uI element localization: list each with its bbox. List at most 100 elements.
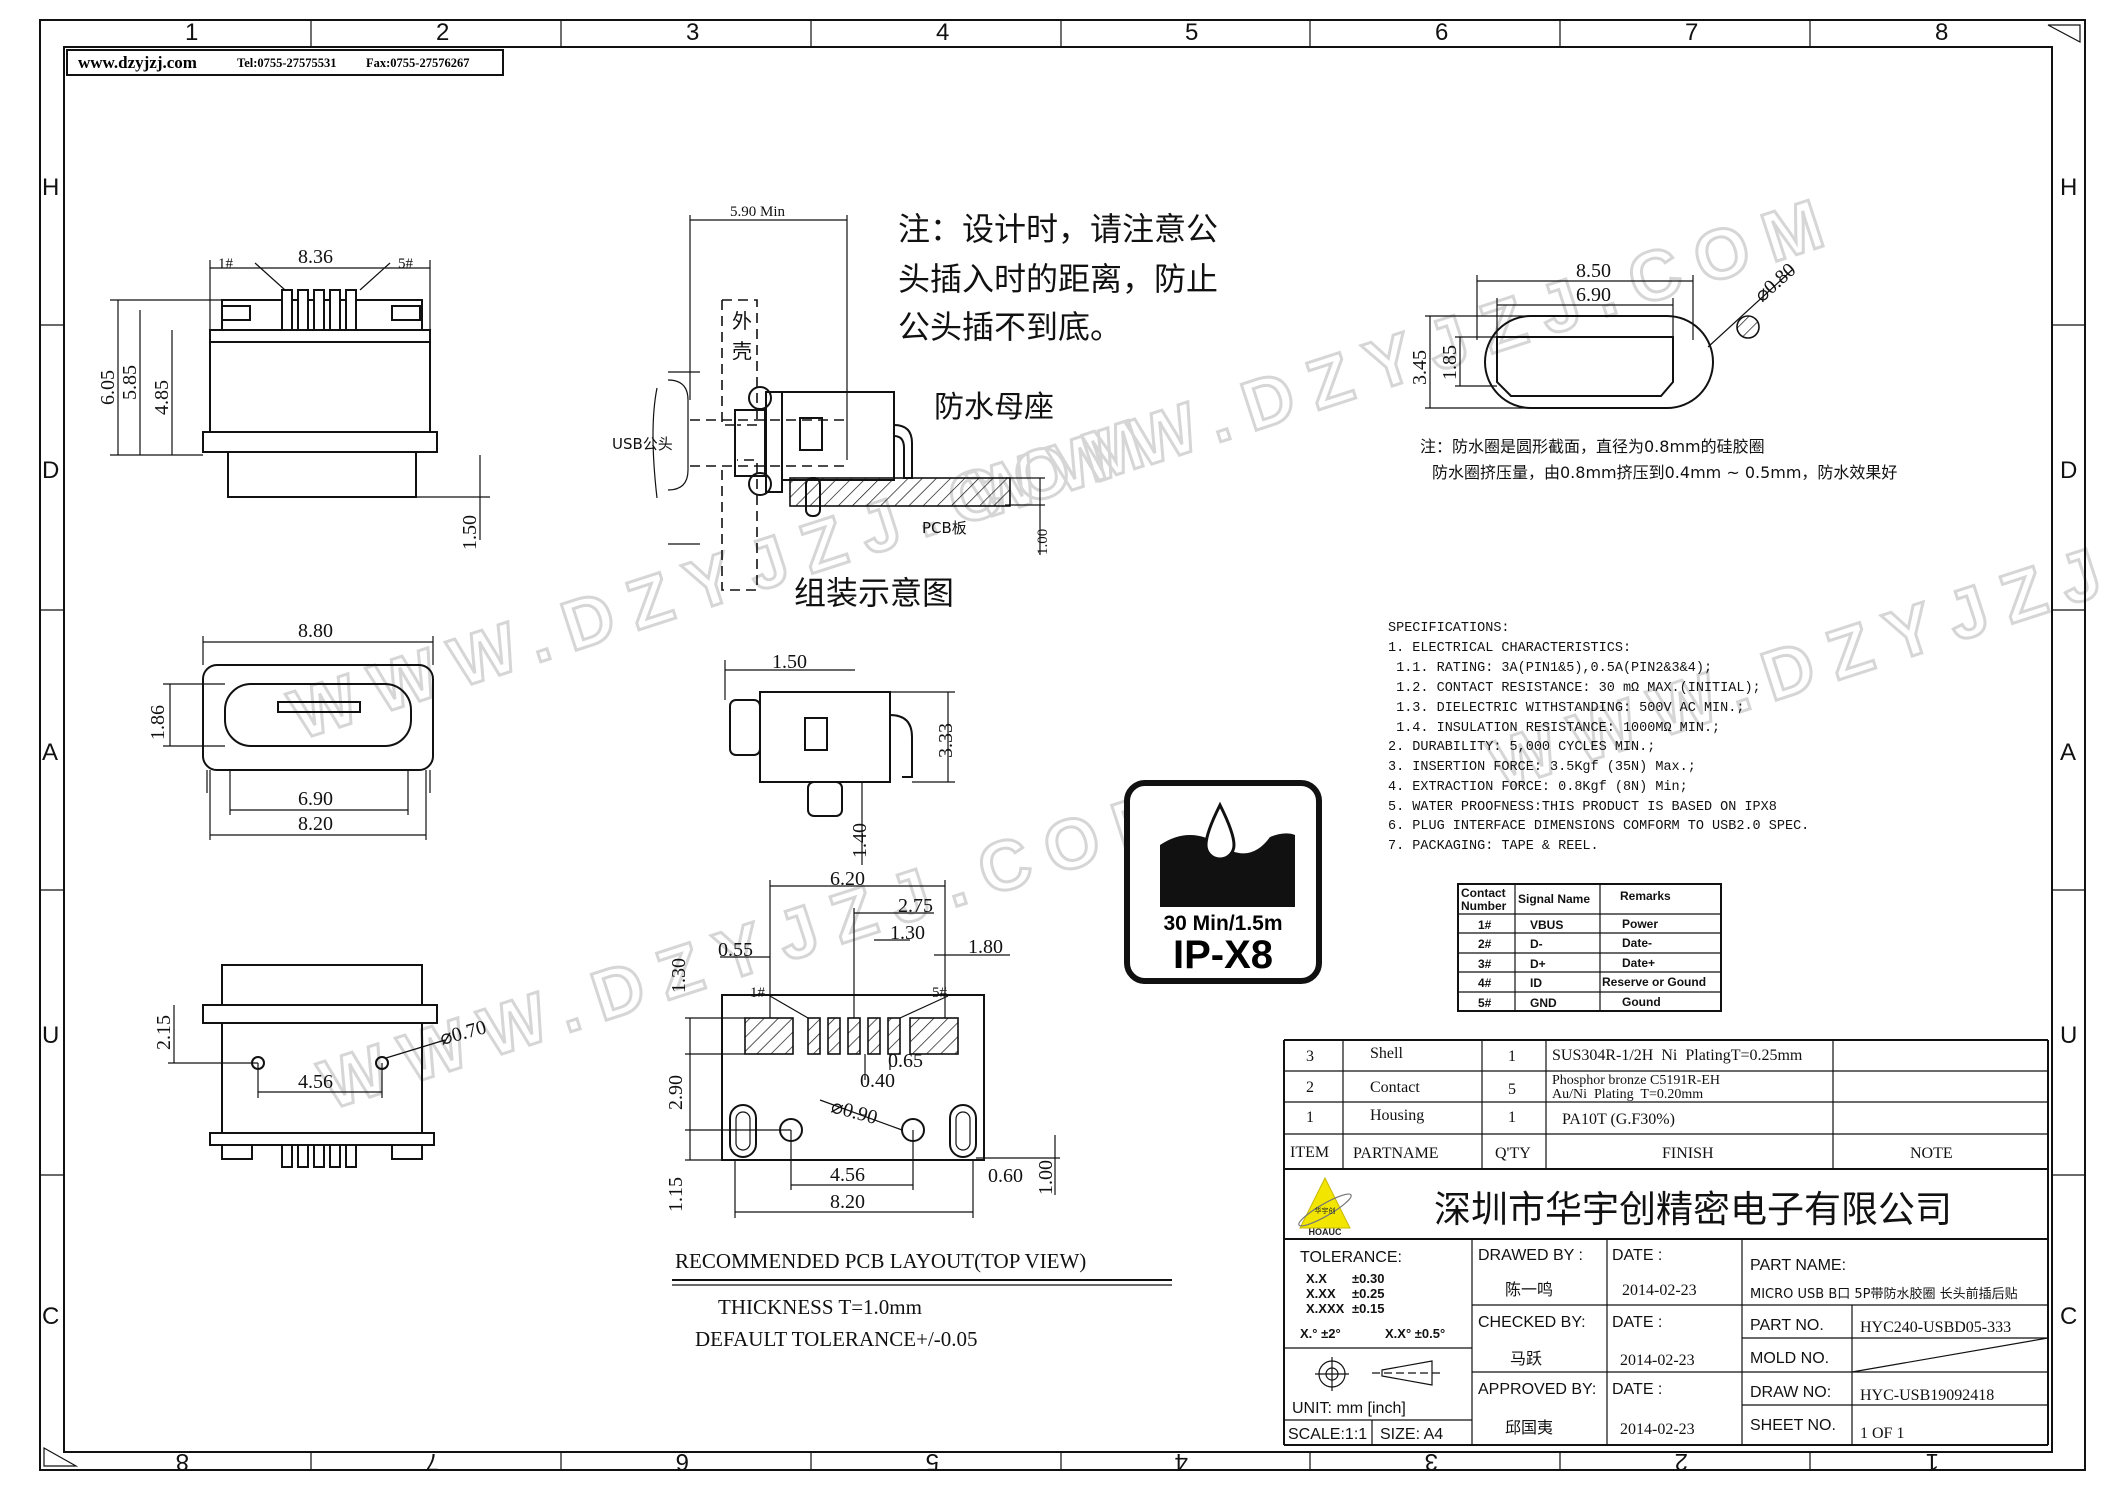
bom-header-note: NOTE — [1910, 1145, 1953, 1162]
sheet-no: 1 OF 1 — [1860, 1425, 1904, 1442]
part-name-label: PART NAME: — [1750, 1257, 1846, 1274]
pads — [744, 1017, 959, 1055]
dimension-width: 8.80 — [298, 620, 333, 642]
remark: Date+ — [1622, 956, 1655, 970]
flange — [209, 329, 431, 343]
dimension-tail: 1.40 — [849, 823, 871, 858]
gasket-section-circle — [1736, 315, 1760, 339]
tolerance-key: X.XX — [1306, 1286, 1336, 1301]
latch-window — [804, 717, 828, 751]
assembly-note-line: 注：设计时，请注意公 — [898, 210, 1218, 248]
top-view: 8.36 1# 5# 6.05 5.85 4.85 1.50 — [97, 246, 490, 550]
approved-by: 邱国夷 — [1505, 1418, 1553, 1437]
dimension-lines — [168, 1005, 446, 1098]
column-label: 7 — [426, 1448, 439, 1475]
shell-outline-dashed — [721, 299, 758, 426]
bom-header-qty: Q'TY — [1495, 1145, 1531, 1162]
ipx8-badge: 30 Min/1.5m IP-X8 — [1124, 780, 1322, 984]
column-label: 8 — [1935, 19, 1948, 46]
dimension-height: 1.86 — [147, 705, 169, 740]
gasket-section — [748, 386, 772, 410]
dimension: 8.20 — [830, 1191, 865, 1213]
front-view: 8.80 1.86 6.90 8.20 — [147, 620, 434, 840]
row-label: H — [42, 174, 59, 201]
watermark: WWW.DZYJZJ.COM — [311, 769, 1200, 1124]
spec-line: 1.2. CONTACT RESISTANCE: 30 mΩ MAX.(INIT… — [1388, 681, 1761, 696]
row-label: D — [2060, 457, 2077, 484]
column-label: 2 — [436, 19, 449, 46]
date-value: 2014-02-23 — [1620, 1421, 1695, 1438]
header-border — [66, 49, 504, 76]
drawed-by-label: DRAWED BY : — [1478, 1247, 1583, 1264]
dimension-lines — [724, 660, 955, 865]
contact-number: 4# — [1478, 976, 1492, 990]
dimension: 2.90 — [665, 1075, 687, 1110]
shell-label: 壳 — [732, 339, 752, 363]
spec-line: 2. DURABILITY: 5,000 CYCLES MIN.; — [1388, 740, 1655, 755]
dimension-lines — [110, 260, 490, 540]
pin1-label: 1# — [218, 256, 234, 272]
receptacle-opening — [224, 683, 412, 747]
header-box: www.dzyjzj.com Tel:0755-27575531 Fax:075… — [66, 49, 504, 76]
title-block: 华宇创 HOAUC 深圳市华宇创精密电子有限公司 TOLERANCE: X.X … — [1284, 1176, 2049, 1446]
row-label: U — [2060, 1022, 2077, 1049]
signal-name: D- — [1530, 937, 1543, 951]
scale-label: SCALE:1:1 — [1288, 1426, 1367, 1443]
row-label: U — [42, 1022, 59, 1049]
badge-rating-text: 30 Min/1.5m — [1163, 912, 1282, 935]
min-distance-label: 5.90 Min — [730, 204, 786, 220]
bom-partname: Contact — [1370, 1079, 1420, 1096]
outer-height: 3.45 — [1409, 350, 1431, 385]
bom-item: 3 — [1306, 1048, 1314, 1065]
thickness-note: THICKNESS T=1.0mm — [718, 1295, 922, 1319]
column-label: 8 — [176, 1448, 189, 1475]
projection-symbol-icon — [1315, 1357, 1442, 1391]
outer-border — [39, 19, 2086, 1471]
gasket-note-line: 防水圈挤压量，由0.8mm挤压到0.4mm ~ 0.5mm，防水效果好 — [1432, 463, 1897, 482]
rear-terminal — [889, 714, 913, 778]
pcb-layout-title: RECOMMENDED PCB LAYOUT(TOP VIEW) — [675, 1249, 1086, 1273]
bom-partname: Housing — [1370, 1107, 1424, 1124]
bom-item: 1 — [1306, 1109, 1314, 1126]
fax-text: Fax:0755-27576267 — [366, 56, 469, 70]
company-name: 深圳市华宇创精密电子有限公司 — [1434, 1188, 1952, 1231]
row-label: C — [2060, 1303, 2077, 1330]
pcb-label: PCB板 — [922, 519, 967, 537]
tongue — [277, 701, 361, 713]
column-label: 4 — [1175, 1448, 1188, 1475]
receptacle-label: 防水母座 — [934, 390, 1054, 425]
row-label: D — [42, 457, 59, 484]
table-lines — [1284, 1040, 2048, 1169]
column-label: 6 — [676, 1448, 689, 1475]
shell-outline — [202, 664, 434, 771]
dimension-height: 5.85 — [119, 365, 141, 400]
dimension-height: 6.05 — [97, 370, 119, 405]
contact-number: 2# — [1478, 937, 1492, 951]
dimension: 1.15 — [665, 1177, 687, 1212]
plug-label: USB公头 — [612, 435, 673, 453]
size-label: SIZE: A4 — [1380, 1426, 1443, 1443]
spec-line: 1. ELECTRICAL CHARACTERISTICS: — [1388, 641, 1631, 656]
table-border — [1457, 883, 1722, 1012]
remark: Power — [1622, 917, 1658, 931]
logo-text: HOAUC — [1309, 1227, 1342, 1237]
date-label: DATE : — [1612, 1381, 1662, 1398]
signal-name: GND — [1530, 996, 1557, 1010]
date-label: DATE : — [1612, 1247, 1662, 1264]
dimension-height: 3.33 — [935, 723, 957, 758]
spec-line: 4. EXTRACTION FORCE: 0.8Kgf (8N) Min; — [1388, 780, 1688, 795]
rear-terminal — [893, 423, 913, 479]
dimension-width: 6.90 — [298, 788, 333, 810]
part-no: HYC240-USBD05-333 — [1860, 1319, 2011, 1336]
dimension-width: 8.36 — [298, 246, 333, 268]
draw-no-label: DRAW NO: — [1750, 1384, 1831, 1401]
dimension-lines — [163, 636, 434, 840]
draw-no: HYC-USB19092418 — [1860, 1387, 1994, 1404]
column-label: 5 — [926, 1448, 939, 1475]
header-remarks: Remarks — [1620, 889, 1671, 903]
dimension: ⌀0.90 — [829, 1096, 880, 1129]
logo-cn-text: 华宇创 — [1315, 1206, 1336, 1215]
column-label: 6 — [1435, 19, 1448, 46]
spec-line: 1.1. RATING: 3A(PIN1&5),0.5A(PIN2&3&4); — [1388, 661, 1712, 676]
bom-table: 3 Shell 1 SUS304R-1/2H Ni PlatingT=0.25m… — [1283, 1039, 2049, 1445]
